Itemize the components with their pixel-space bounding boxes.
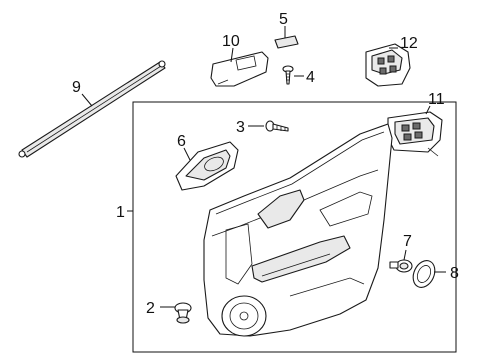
callout-1: 1 (116, 204, 125, 221)
callout-12: 12 (400, 35, 418, 52)
callout-10: 10 (222, 33, 240, 50)
part-12-window-switch (365, 43, 411, 87)
callout-9: 9 (72, 79, 81, 96)
callout-7: 7 (403, 233, 412, 250)
callout-8: 8 (450, 265, 459, 282)
callout-5: 5 (279, 11, 288, 28)
part-6-inside-handle (175, 141, 239, 191)
callout-3: 3 (236, 119, 245, 136)
callout-4: 4 (306, 69, 315, 86)
callout-2: 2 (146, 300, 155, 317)
part-11-switch-housing (387, 111, 443, 157)
part-5-label (274, 35, 299, 49)
part-7-retainer (389, 259, 413, 273)
part-4-screw (282, 65, 294, 85)
part-10-switch-bezel (210, 51, 269, 87)
panel-frame-box (132, 101, 457, 353)
part-2-push-clip (174, 302, 192, 324)
part-9-belt-moulding (18, 60, 166, 158)
callout-11: 11 (428, 91, 445, 108)
part-1-door-trim-panel (203, 123, 393, 337)
callout-6: 6 (177, 133, 186, 150)
part-3-screw (265, 120, 289, 132)
part-8-grommet (412, 260, 436, 288)
leader-lines (81, 26, 446, 308)
